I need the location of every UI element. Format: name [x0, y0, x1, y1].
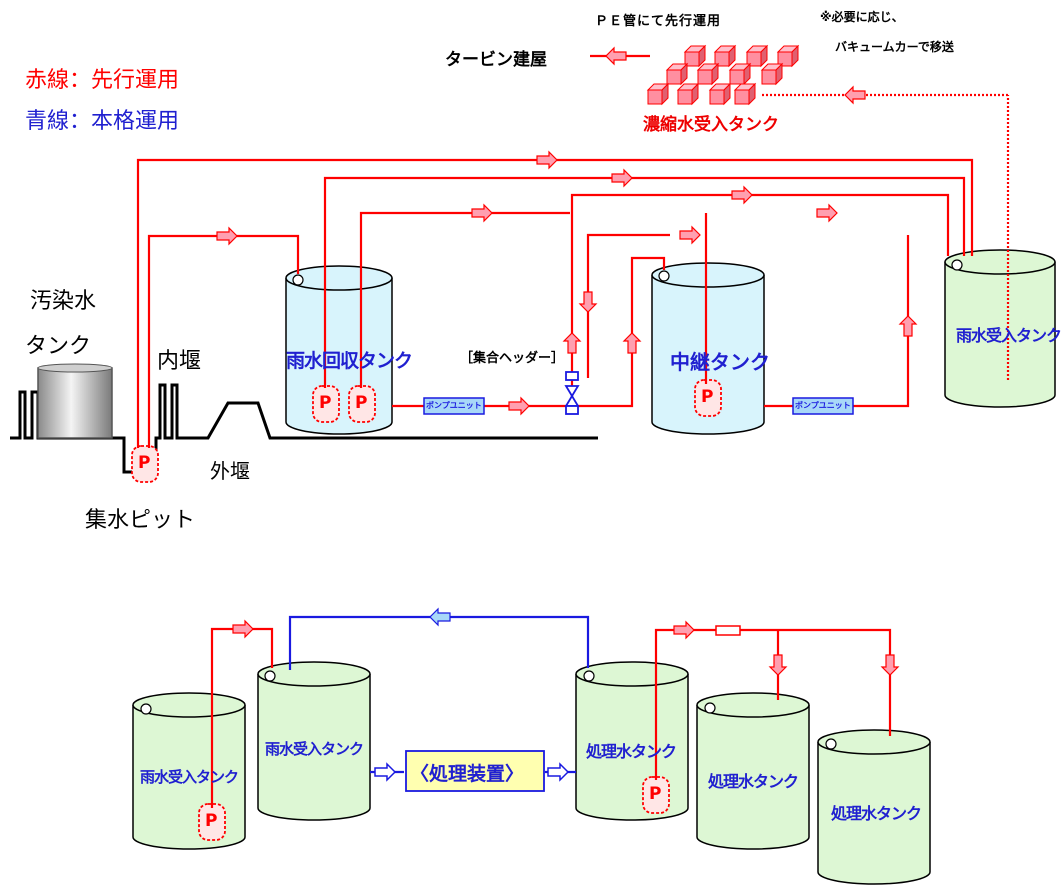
- bottom-pump-1-label: P: [205, 811, 218, 831]
- rain-receive-tank-b2-shape: [257, 661, 371, 821]
- pump-unit-1: [423, 397, 485, 415]
- bottom-pump-2-label: P: [649, 784, 662, 804]
- outer-dike-label: 外堰: [210, 459, 250, 483]
- legend-blue: 青線：本格運用: [25, 109, 180, 134]
- treated-tank-b2-shape: [696, 692, 810, 850]
- rain-recovery-pump-2-label: P: [355, 393, 368, 413]
- bottom-valve: [715, 625, 741, 636]
- concentrate-tank-label: 濃縮水受入タンク: [643, 115, 779, 135]
- pump-unit-1-label: ポンプユニット: [426, 401, 482, 410]
- vacuum-note-1: ※必要に応じ、: [820, 10, 904, 24]
- rain-receive-tank-b1-label: 雨水受入タンク: [140, 768, 239, 786]
- relay-tank-label: 中継タンク: [670, 350, 770, 374]
- header-label: ［集合ヘッダー］: [460, 351, 565, 366]
- rain-recovery-pump-1-label: P: [319, 393, 332, 413]
- processing-box: [405, 750, 545, 792]
- header-valve: [564, 371, 580, 415]
- pe-note: ＰＥ管にて先行運用: [595, 14, 722, 29]
- contaminated-tank-label-2: タンク: [25, 334, 92, 359]
- pit-pump-label: P: [138, 453, 151, 473]
- vacuum-note-2: バキュームカーで移送: [835, 40, 954, 54]
- relay-pump-label: P: [701, 387, 714, 407]
- red-pipelines-top: [136, 54, 1010, 448]
- rain-recovery-tank-label: 雨水回収タンク: [286, 350, 413, 372]
- ground-and-dikes: [10, 383, 598, 474]
- treated-tank-b3-label: 処理水タンク: [831, 804, 922, 823]
- pump-unit-2: [792, 397, 854, 415]
- relay-tank-shape: [651, 262, 765, 435]
- legend-red: 赤線：先行運用: [25, 68, 180, 93]
- contaminated-water-tank: [37, 363, 113, 439]
- pump-unit-2-label: ポンプユニット: [795, 401, 851, 410]
- rain-receive-tank-b2-label: 雨水受入タンク: [265, 740, 364, 758]
- treated-tank-b1-label: 処理水タンク: [586, 742, 677, 761]
- contaminated-tank-label-1: 汚染水: [30, 289, 97, 314]
- turbine-building-label: タービン建屋: [445, 50, 547, 70]
- processing-label: 〈処理装置〉: [410, 763, 525, 785]
- pit-label: 集水ピット: [85, 508, 196, 533]
- treated-tank-b2-label: 処理水タンク: [708, 772, 799, 791]
- treated-tank-b3-shape: [817, 729, 931, 885]
- rain-receive-tank-top-label: 雨水受入タンク: [956, 326, 1062, 345]
- inner-dike-label: 内堰: [157, 349, 202, 374]
